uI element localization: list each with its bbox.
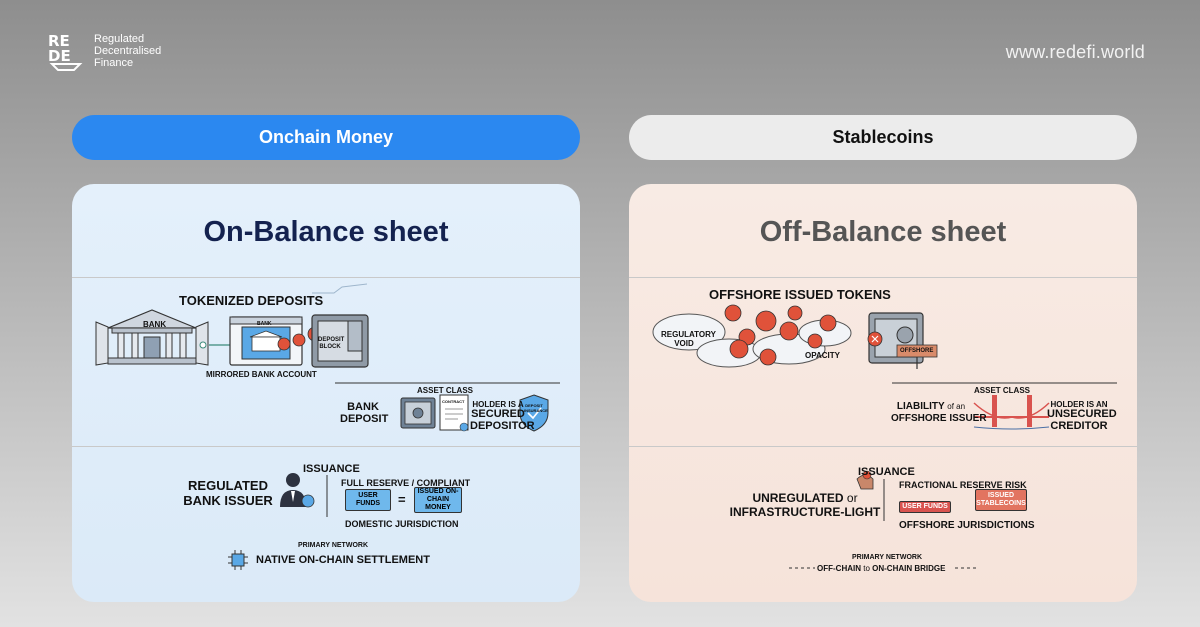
asset-class-label: ASSET CLASS (417, 386, 474, 395)
safe-icon (400, 397, 436, 429)
offshore-issuer-word: OFFSHORE ISSUER (891, 413, 987, 424)
liability-label: LIABILITY of an OFFSHORE ISSUER (891, 401, 987, 425)
banker-icon (280, 473, 315, 508)
primary-network-label: PRIMARY NETWORK (298, 542, 368, 549)
card-title: On-Balance sheet (203, 216, 449, 248)
currency-coin-icon (724, 304, 837, 366)
domestic-jurisdiction-label: DOMESTIC JURISDICTION (345, 519, 459, 529)
bank-label: BANK (143, 320, 167, 329)
unregulated-word: UNREGULATED (752, 491, 844, 505)
title-divider (72, 277, 580, 278)
on-balance-card: On-Balance sheet (72, 184, 580, 602)
safe-icon (867, 312, 938, 369)
issued-stablecoins-box: ISSUED STABLECOINS (975, 489, 1027, 511)
stablecoins-pill[interactable]: Stablecoins (629, 115, 1137, 160)
shield-icon (519, 394, 549, 432)
unsecured-creditor-label: UNSECURED CREDITOR (1047, 408, 1117, 432)
svg-text:DE: DE (48, 47, 71, 65)
contract-icon (439, 394, 469, 432)
brand-name-line-3: Finance (94, 57, 134, 69)
fractional-reserve-label: FRACTIONAL RESERVE RISK (899, 480, 1027, 490)
secured-depositor-label: SECURED DEPOSITOR (470, 408, 535, 432)
right-infographic: OFFSHORE ISSUED TOKENS REGULATORY VOID O… (629, 277, 1137, 602)
website-link[interactable]: www.redefi.world (1005, 42, 1145, 62)
offshore-tokens-title: OFFSHORE ISSUED TOKENS (709, 287, 891, 302)
mirrored-account-caption: MIRRORED BANK ACCOUNT (206, 370, 317, 379)
user-funds-box: USER FUNDS (899, 501, 951, 513)
offshore-jurisdictions-label: OFFSHORE JURISDICTIONS (899, 520, 1035, 531)
offshore-sign-label: OFFSHORE (900, 348, 934, 354)
liability-of-an: of an (947, 402, 966, 411)
mirror-bank-label: BANK (257, 321, 272, 327)
issued-money-box: ISSUED ON-CHAIN MONEY (414, 487, 462, 513)
brand-logo[interactable]: RE DE Regulated Decentralised Finance (46, 30, 161, 72)
native-settlement-label: NATIVE ON-CHAIN SETTLEMENT (256, 554, 430, 566)
bridge-label: OFF-CHAIN to ON-CHAIN BRIDGE (817, 564, 945, 573)
regulatory-void-label: REGULATORY VOID (661, 330, 716, 348)
money-hand-icon (856, 470, 874, 490)
user-funds-box: USER FUNDS (345, 489, 391, 511)
redefi-logo-icon: RE DE (48, 32, 83, 71)
issuance-label: ISSUANCE (858, 466, 915, 478)
left-infographic: TOKENIZED DEPOSITS BANK BANK DEPOSIT BLO… (72, 277, 580, 602)
section-divider (629, 446, 1137, 447)
vault-icon (311, 314, 369, 368)
chip-icon (228, 550, 248, 570)
deposit-insurance-label: DEPOSIT INSURANCE (524, 403, 548, 413)
equals-sign: = (398, 492, 406, 507)
bridge-icon (973, 395, 1050, 430)
unregulated-issuer: UNREGULATED or INFRASTRUCTURE-LIGHT (725, 491, 885, 519)
primary-network-label: PRIMARY NETWORK (852, 554, 922, 561)
tokenized-deposits-title: TOKENIZED DEPOSITS (179, 293, 324, 308)
onchain-money-pill[interactable]: Onchain Money (72, 115, 580, 160)
bridge-to: to (863, 564, 870, 573)
off-balance-card: Off-Balance sheet (629, 184, 1137, 602)
holder-prefix: HOLDER IS AN (1050, 400, 1108, 409)
asset-class-label: ASSET CLASS (974, 386, 1031, 395)
holder-prefix: HOLDER IS A (472, 400, 524, 409)
regulated-bank-issuer: REGULATED BANK ISSUER (183, 478, 273, 508)
bank-building-icon (95, 309, 209, 366)
issuer-or: or (846, 491, 858, 505)
brand-name-line-2: Decentralised (94, 45, 162, 57)
title-divider (629, 277, 1137, 278)
left-illustration (95, 283, 560, 570)
off-chain-word: OFF-CHAIN (817, 564, 861, 573)
right-illustration (652, 304, 1117, 569)
card-title: Off-Balance sheet (759, 216, 1007, 248)
opacity-label: OPACITY (805, 351, 840, 360)
deposit-block-label: DEPOSIT BLOCK (318, 337, 345, 350)
liability-word: LIABILITY (896, 401, 945, 412)
issuance-label: ISSUANCE (303, 463, 360, 475)
contract-label: CONTRACT (442, 399, 465, 404)
full-reserve-label: FULL RESERVE / COMPLIANT (341, 478, 471, 488)
bank-deposit-label: BANK DEPOSIT (340, 401, 389, 425)
svg-text:RE: RE (48, 32, 70, 50)
section-divider (72, 446, 580, 447)
infrastructure-light-word: INFRASTRUCTURE-LIGHT (729, 505, 881, 519)
on-chain-bridge-word: ON-CHAIN BRIDGE (872, 564, 946, 573)
brand-name-line-1: Regulated (94, 33, 145, 45)
brand-name: Regulated Decentralised Finance (94, 33, 161, 69)
